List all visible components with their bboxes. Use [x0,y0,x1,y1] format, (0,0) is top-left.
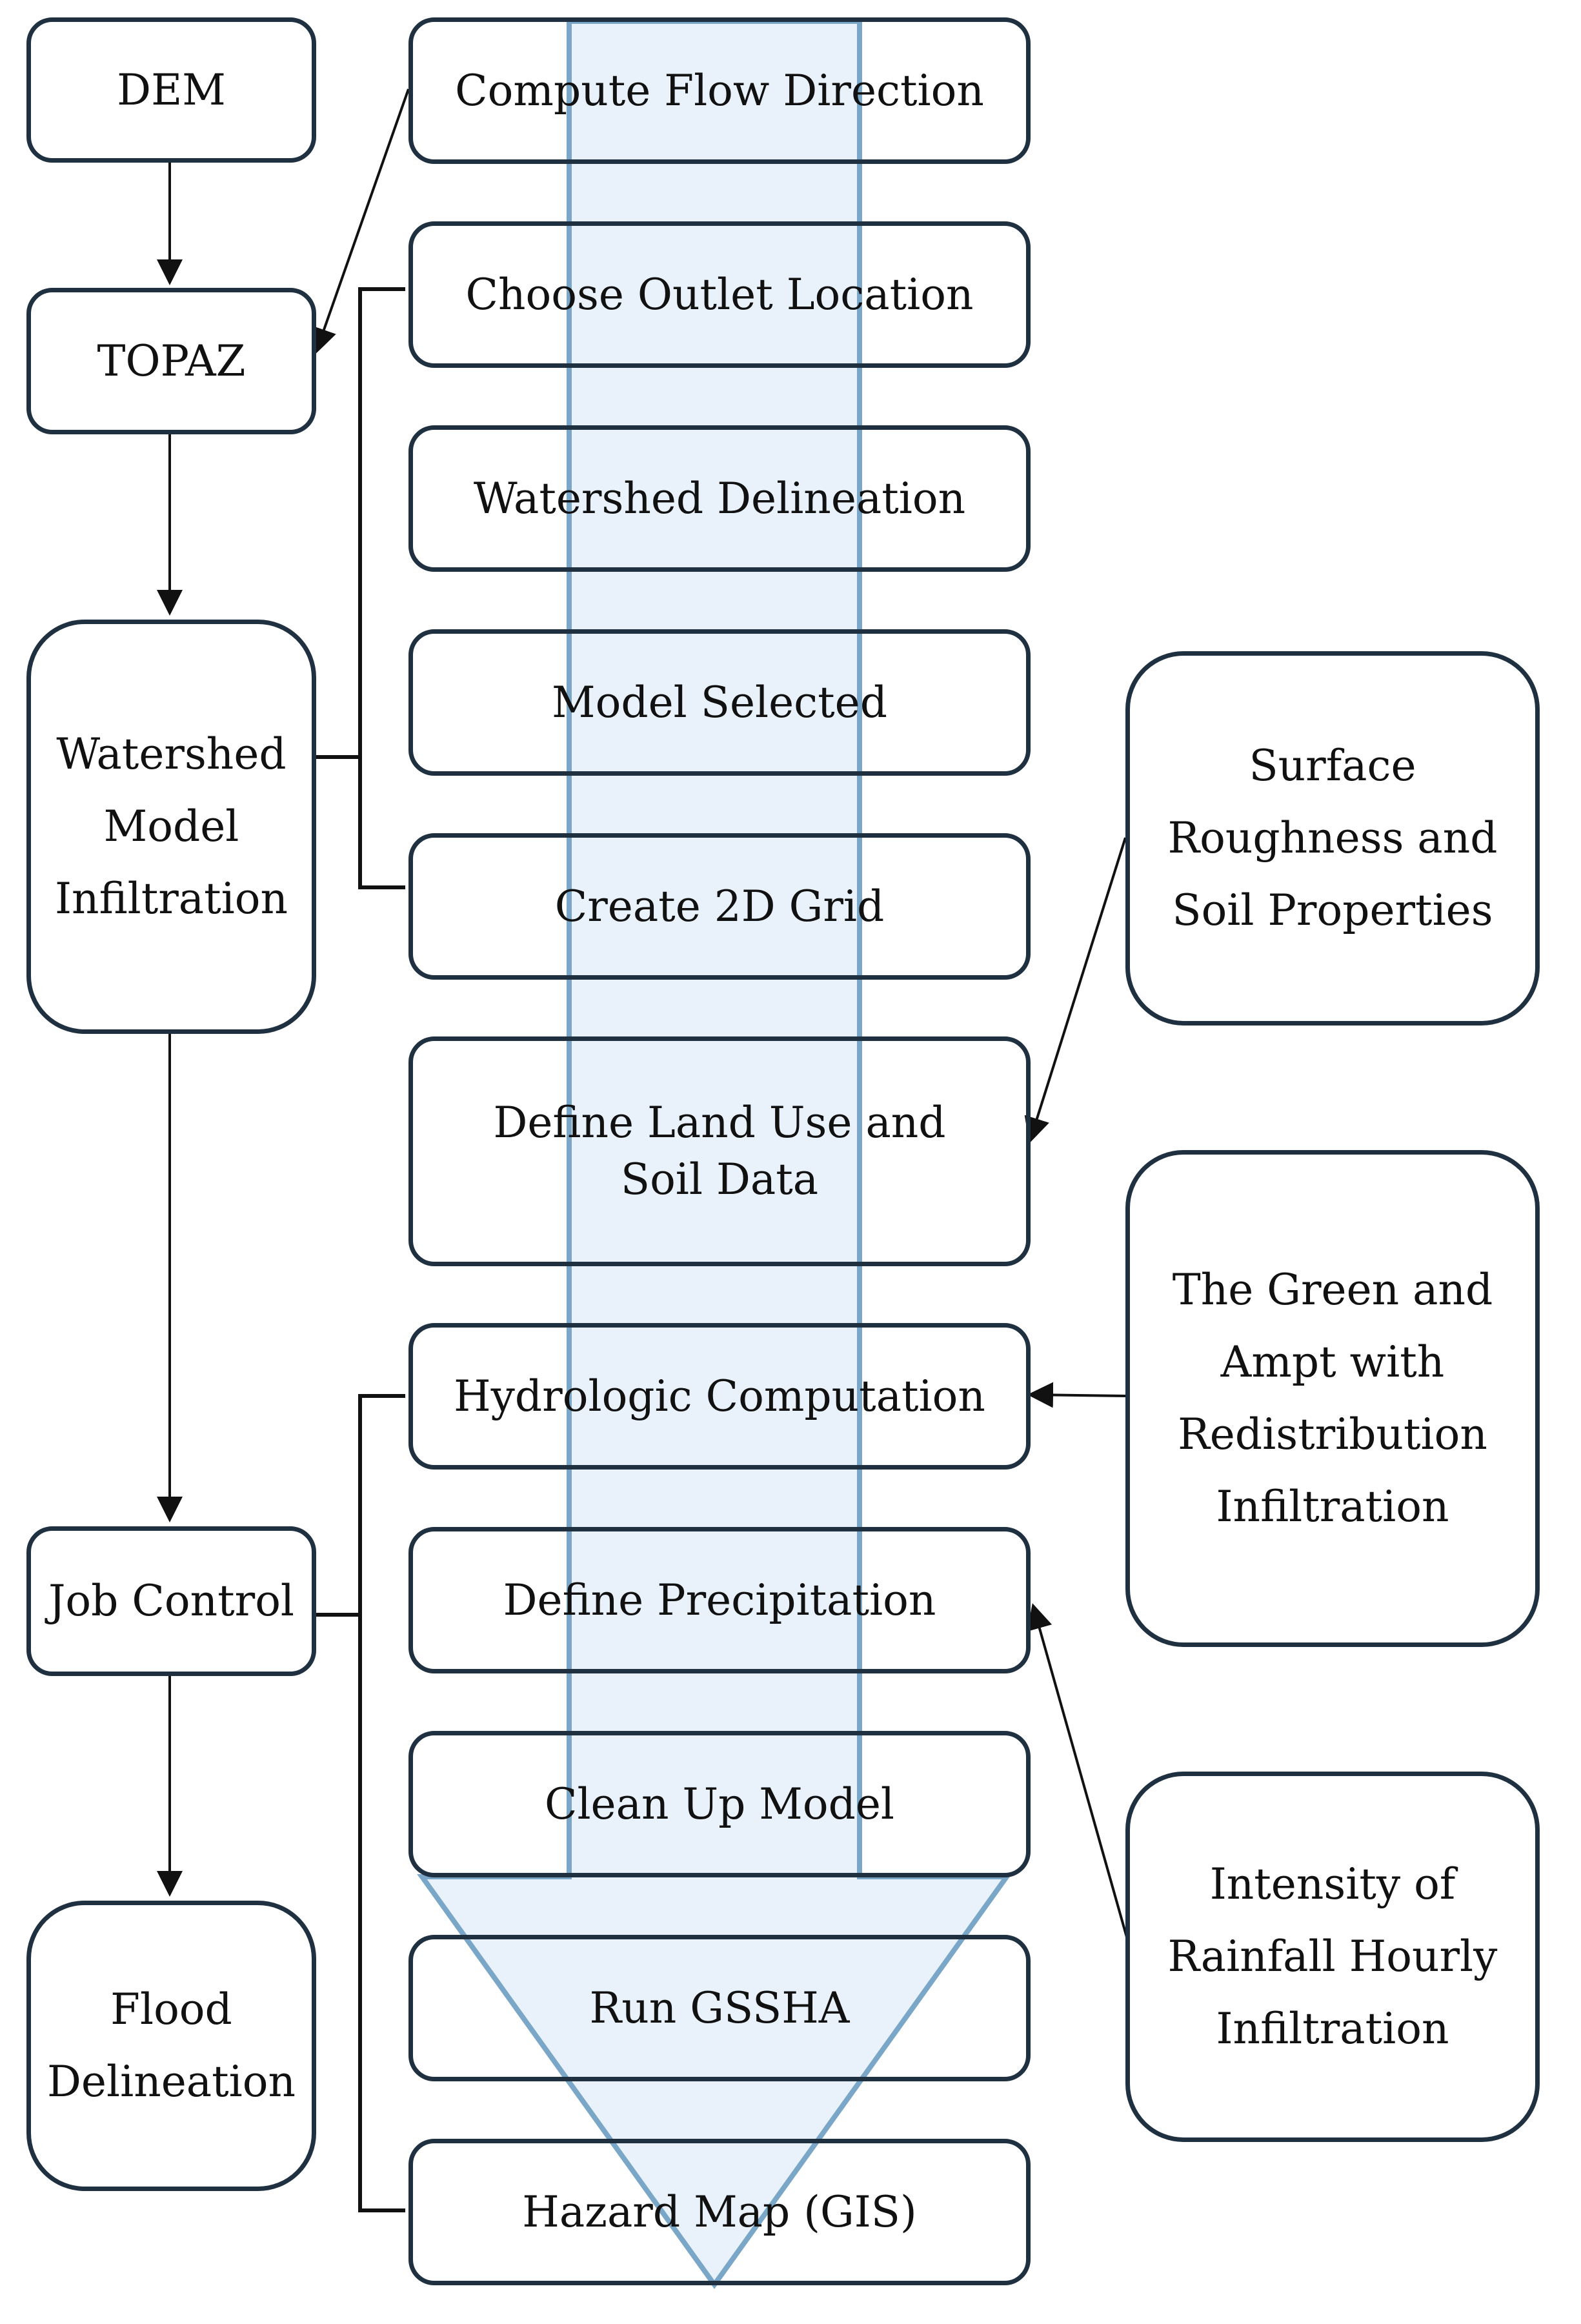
step-define-precipitation: Define Precipitation [408,1527,1031,1673]
bracket-jobcontrol-steps [316,1394,405,2212]
step-compute-flow-direction-label: Compute Flow Direction [455,65,984,116]
surface-roughness-box: Surface Roughness and Soil Properties [1125,651,1540,1026]
arrow-greenampt-to-hydrologic [1027,1382,1126,1408]
topaz-label: TOPAZ [97,336,246,386]
step-create-2d-grid-label: Create 2D Grid [554,881,885,931]
step-run-gssha-label: Run GSSHA [589,1983,850,2033]
step-model-selected-label: Model Selected [552,677,887,727]
step-choose-outlet-location: Choose Outlet Location [408,221,1031,368]
green-ampt-label: The Green and Ampt with Redistribution I… [1172,1265,1493,1531]
step-run-gssha: Run GSSHA [408,1935,1031,2081]
arrow-flowdirection-to-topaz [312,88,410,354]
step-compute-flow-direction: Compute Flow Direction [408,17,1031,164]
step-define-land-use-label: Define Land Use and Soil Data [493,1098,946,1204]
step-watershed-delineation-label: Watershed Delineation [473,473,966,523]
arrow-roughness-to-landuse [1024,837,1127,1144]
watershed-model-box: Watershed Model Infiltration [26,620,316,1034]
dem-box: DEM [26,17,316,163]
rainfall-intensity-box: Intensity of Rainfall Hourly Infiltratio… [1125,1772,1540,2142]
dem-label: DEM [117,65,226,115]
flood-delineation-box: Flood Delineation [26,1901,316,2191]
step-create-2d-grid: Create 2D Grid [408,833,1031,980]
job-control-box: Job Control [26,1526,316,1676]
step-hydrologic-computation: Hydrologic Computation [408,1323,1031,1470]
watershed-model-label: Watershed Model Infiltration [54,729,288,924]
green-ampt-box: The Green and Ampt with Redistribution I… [1125,1150,1540,1647]
topaz-box: TOPAZ [26,288,316,434]
step-hazard-map: Hazard Map (GIS) [408,2139,1031,2285]
step-define-precipitation-label: Define Precipitation [503,1575,936,1625]
step-clean-up-model: Clean Up Model [408,1731,1031,1877]
flood-delineation-label: Flood Delineation [47,1985,296,2107]
step-watershed-delineation: Watershed Delineation [408,425,1031,572]
step-hazard-map-label: Hazard Map (GIS) [522,2187,917,2237]
step-clean-up-model-label: Clean Up Model [544,1779,895,1829]
job-control-label: Job Control [48,1576,295,1626]
arrow-rainfall-to-precipitation [1027,1603,1129,1940]
rainfall-intensity-label: Intensity of Rainfall Hourly Infiltratio… [1167,1859,1498,2054]
step-define-land-use: Define Land Use and Soil Data [408,1036,1031,1266]
surface-roughness-label: Surface Roughness and Soil Properties [1167,741,1498,935]
bracket-watershed-steps [316,287,405,889]
step-hydrologic-computation-label: Hydrologic Computation [454,1371,985,1421]
step-choose-outlet-location-label: Choose Outlet Location [465,269,974,319]
step-model-selected: Model Selected [408,629,1031,776]
